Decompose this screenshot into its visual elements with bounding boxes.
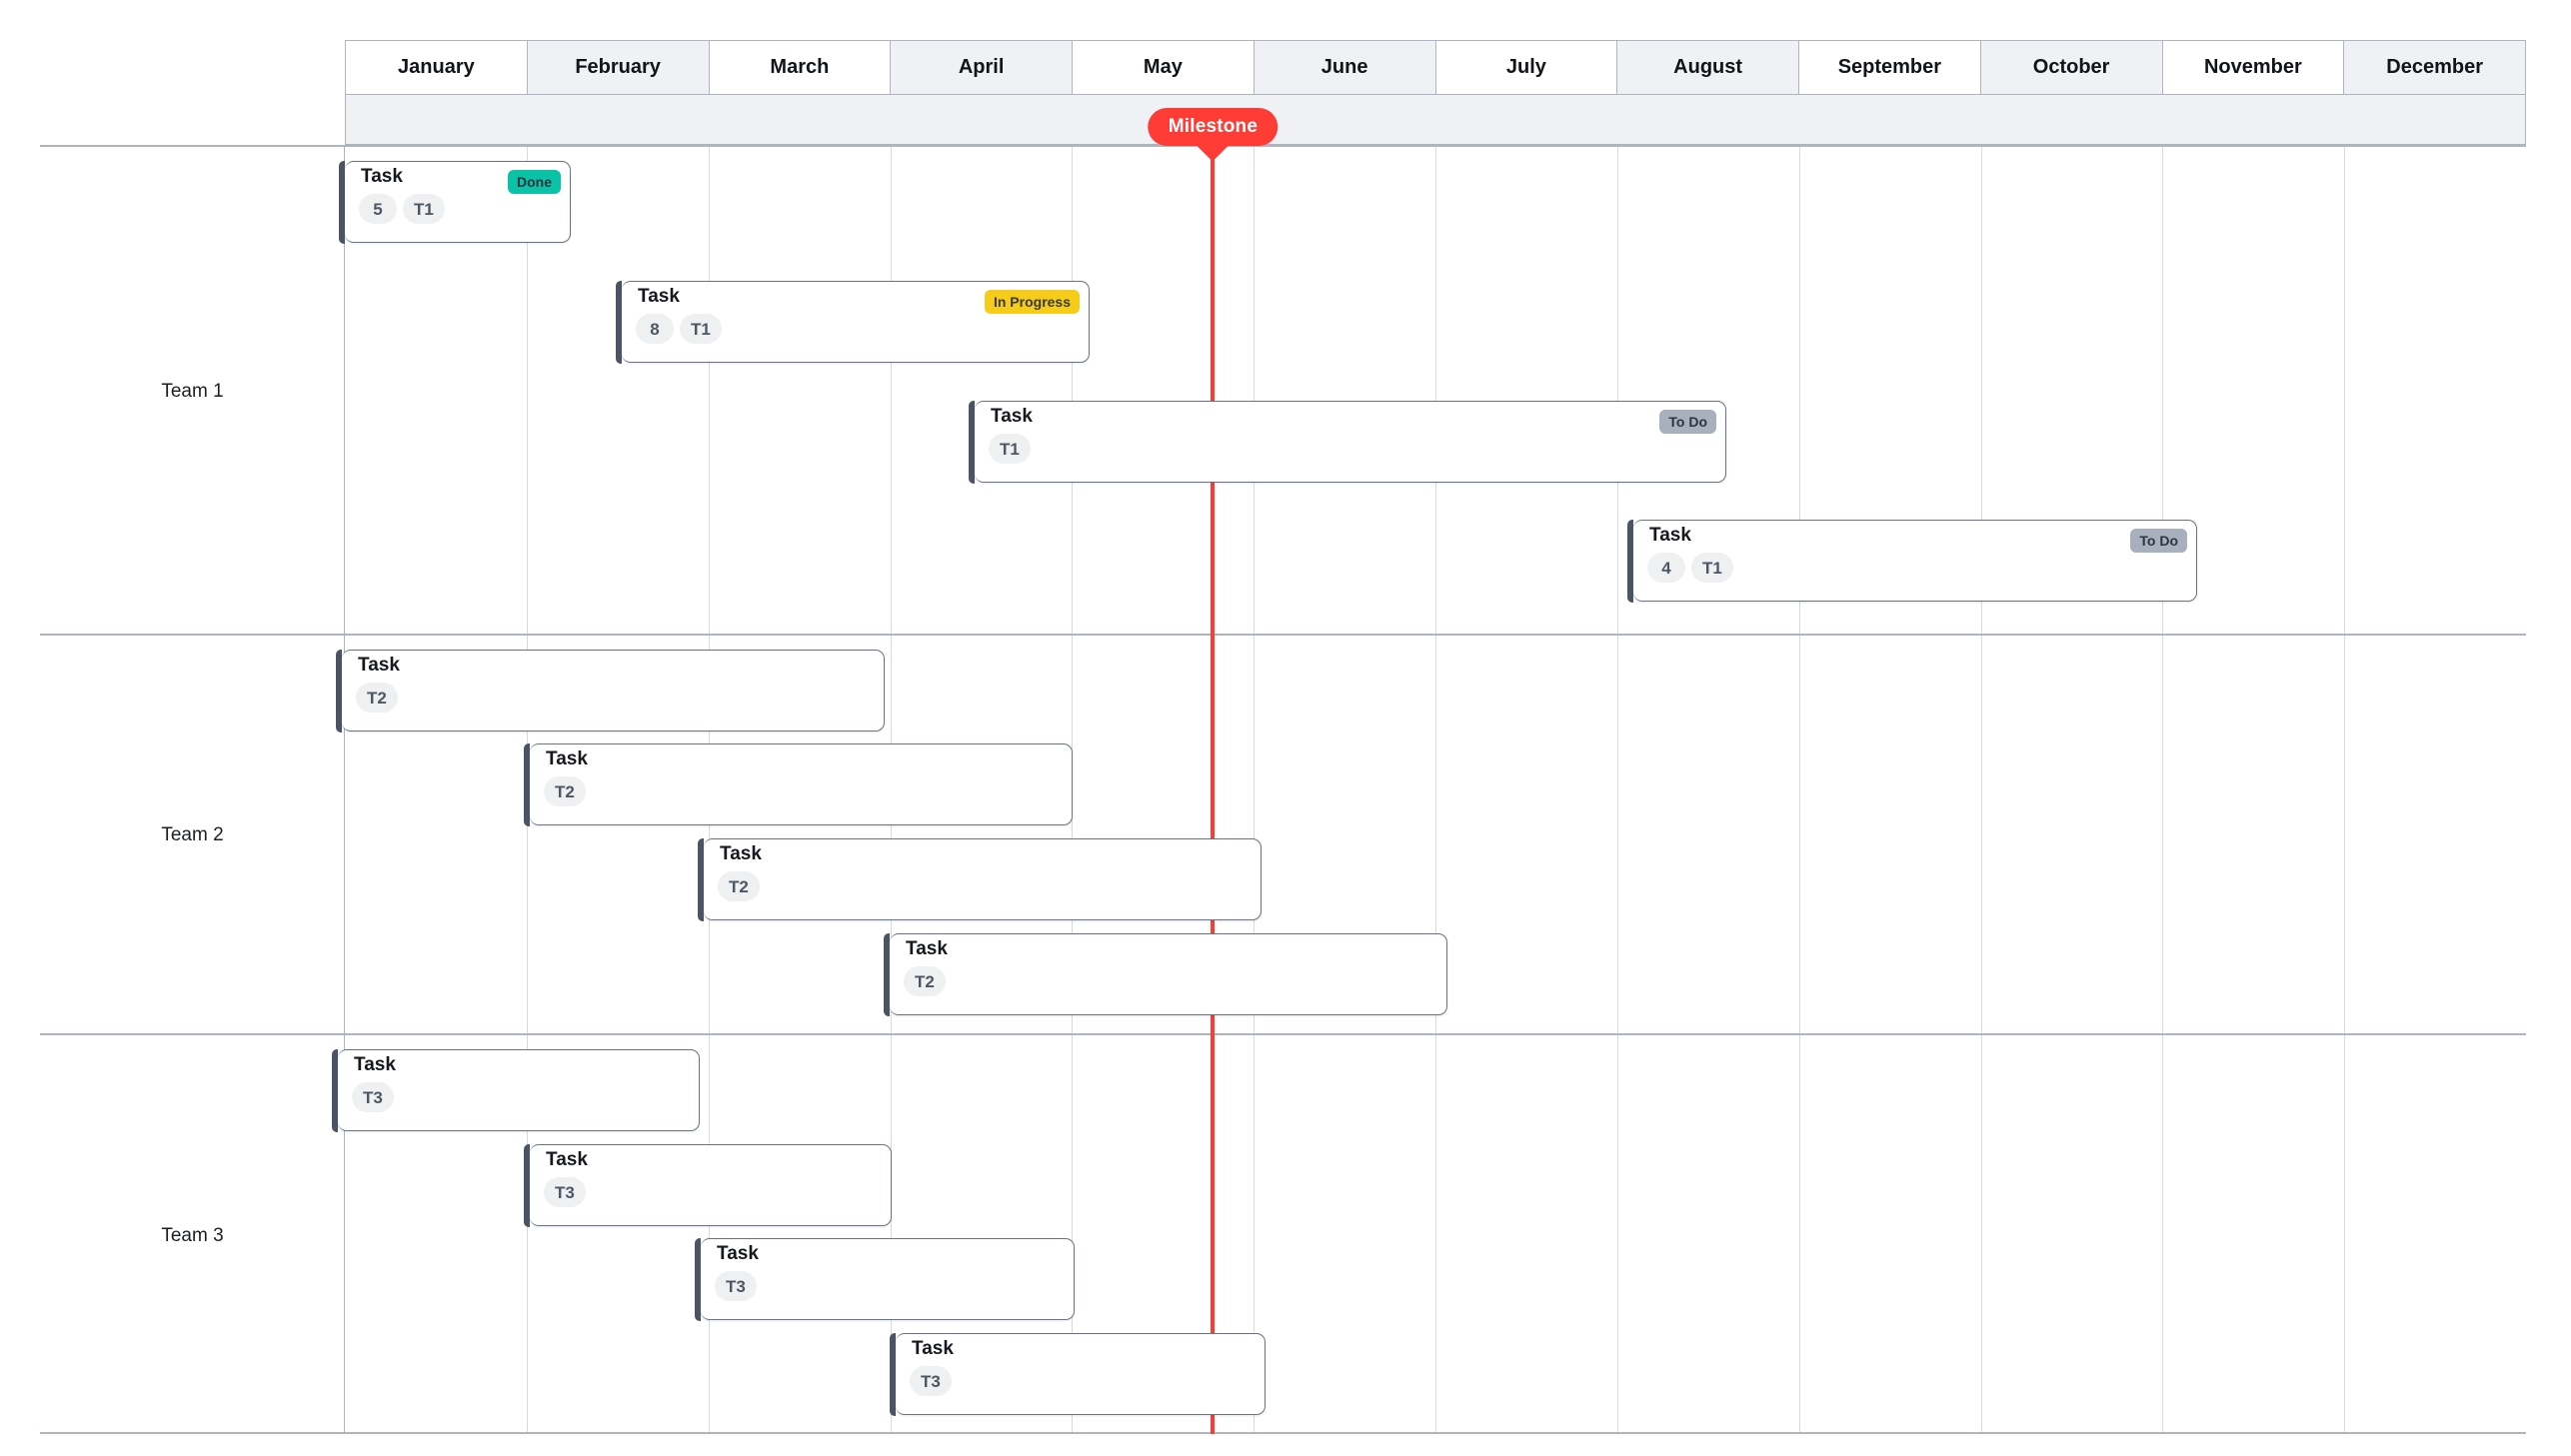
task-accent-bar: [524, 1143, 530, 1227]
task-accent-bar: [336, 649, 342, 732]
team-label-2: Team 2: [161, 824, 224, 845]
task-accent-bar: [884, 932, 890, 1016]
task-accent-bar: [695, 1237, 701, 1321]
task-chip: T1: [1691, 553, 1733, 583]
task-chip: 5: [359, 194, 397, 224]
task-title: Task: [361, 166, 403, 187]
month-header-september[interactable]: September: [1799, 41, 1981, 94]
month-header-june[interactable]: June: [1254, 41, 1436, 94]
task-chips: T3: [910, 1366, 952, 1396]
month-header-december[interactable]: December: [2344, 41, 2525, 94]
task-chips: T3: [544, 1177, 586, 1207]
task-chip: T2: [356, 683, 398, 713]
task-chips: T2: [356, 683, 398, 713]
task-chips: T2: [718, 871, 760, 901]
grid-line: [2162, 147, 2164, 1432]
task-title: Task: [354, 1054, 396, 1075]
grid-line: [2344, 147, 2346, 1432]
task-chip: T2: [544, 776, 586, 806]
milestone-row: [345, 95, 2526, 145]
task-accent-bar: [524, 742, 530, 826]
status-badge: In Progress: [984, 290, 1080, 314]
task-chip: T2: [718, 871, 760, 901]
task-chips: T3: [352, 1082, 394, 1112]
month-header-february[interactable]: February: [527, 41, 710, 94]
task-chip: T1: [989, 434, 1031, 464]
grid-line: [1616, 147, 1618, 1432]
task-title: Task: [720, 843, 762, 864]
task-chips: T2: [544, 776, 586, 806]
grid-line: [1435, 147, 1436, 1432]
task-chip: T1: [403, 194, 445, 224]
month-header-november[interactable]: November: [2163, 41, 2345, 94]
month-header-july[interactable]: July: [1436, 41, 1618, 94]
task-accent-bar: [616, 280, 622, 364]
task-title: Task: [638, 286, 680, 307]
task-accent-bar: [698, 837, 704, 921]
task-accent-bar: [332, 1048, 338, 1132]
status-badge: Done: [508, 170, 561, 194]
team-label-column: [40, 147, 345, 1432]
milestone-badge[interactable]: Milestone: [1148, 108, 1279, 146]
month-header-may[interactable]: May: [1073, 41, 1255, 94]
task-chip: 8: [636, 314, 674, 344]
task-chip: 4: [1647, 553, 1685, 583]
task-chip: T1: [680, 314, 722, 344]
task-accent-bar: [969, 400, 975, 484]
task-chip: T2: [904, 966, 946, 996]
grid-line: [1798, 147, 1800, 1432]
task-title: Task: [991, 406, 1033, 427]
status-badge: To Do: [2130, 529, 2187, 553]
status-badge: To Do: [1659, 410, 1716, 434]
month-header-april[interactable]: April: [891, 41, 1073, 94]
month-header-august[interactable]: August: [1617, 41, 1799, 94]
task-accent-bar: [1627, 519, 1633, 603]
task-chips: T1: [989, 434, 1031, 464]
task-title: Task: [906, 938, 948, 959]
task-title: Task: [717, 1243, 759, 1264]
grid-line: [1980, 147, 1982, 1432]
task-chip: T3: [544, 1177, 586, 1207]
task-title: Task: [1649, 525, 1691, 546]
task-title: Task: [912, 1338, 954, 1359]
task-accent-bar: [890, 1332, 896, 1416]
task-accent-bar: [339, 160, 345, 244]
team-row-2: [40, 636, 2526, 1035]
team-label-3: Team 3: [161, 1224, 224, 1246]
task-title: Task: [358, 655, 400, 676]
team-label-1: Team 1: [161, 380, 224, 402]
task-chip: T3: [910, 1366, 952, 1396]
task-chips: T2: [904, 966, 946, 996]
month-header-january[interactable]: January: [346, 41, 528, 94]
team-row-1: [40, 147, 2526, 636]
month-header-march[interactable]: March: [710, 41, 892, 94]
task-chip: T3: [715, 1271, 757, 1301]
task-chips: T3: [715, 1271, 757, 1301]
task-title: Task: [546, 748, 588, 769]
task-chip: T3: [352, 1082, 394, 1112]
task-title: Task: [546, 1149, 588, 1170]
grid-line: [1254, 147, 1256, 1432]
month-header-october[interactable]: October: [1980, 41, 2163, 94]
milestone-line: [1211, 110, 1216, 1434]
